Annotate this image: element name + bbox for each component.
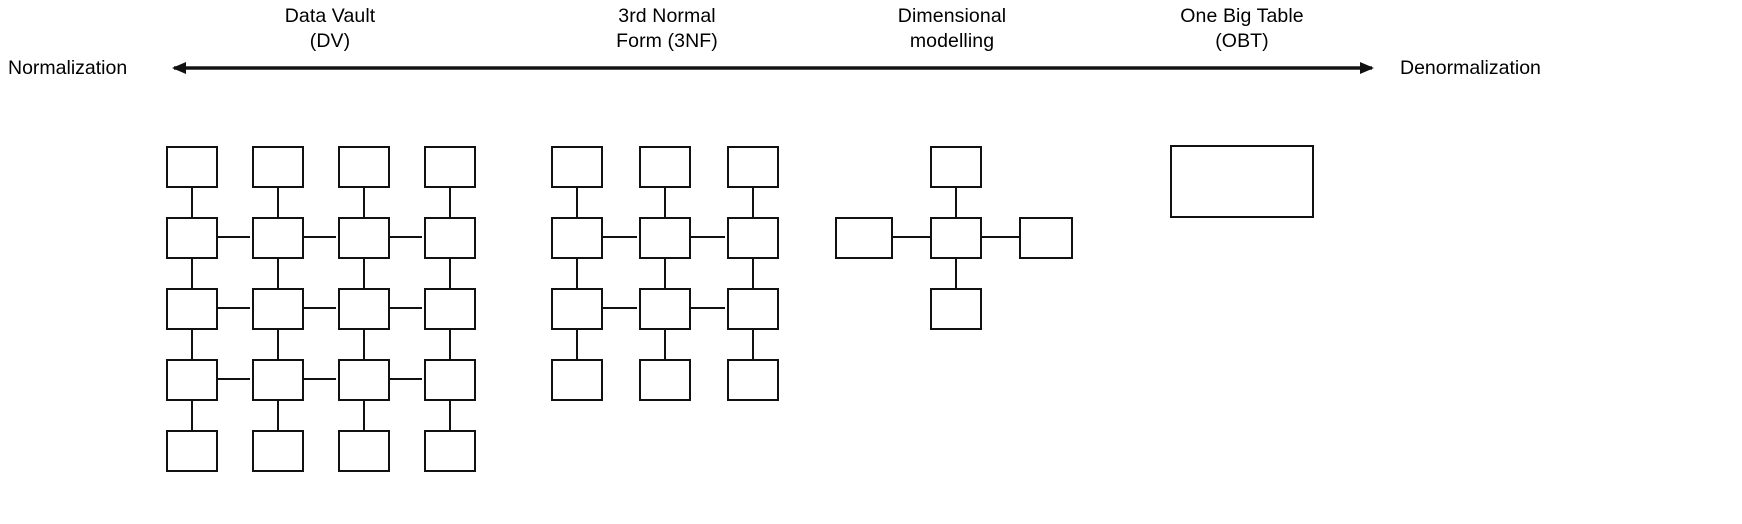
connector-vertical [191, 401, 194, 439]
connector-vertical [277, 188, 280, 226]
table-node[interactable] [338, 359, 390, 401]
dimension-table-node-right[interactable] [1019, 217, 1073, 259]
connector-horizontal [218, 236, 250, 239]
column-heading-dimensional-modelling: Dimensional modelling [897, 5, 1007, 52]
fact-table-node[interactable] [930, 217, 982, 259]
table-node[interactable] [424, 146, 476, 188]
connector-horizontal [603, 307, 637, 310]
connector-horizontal [390, 236, 422, 239]
connector-horizontal [304, 378, 336, 381]
table-node[interactable] [727, 288, 779, 330]
table-node[interactable] [424, 217, 476, 259]
connector-horizontal [981, 236, 1019, 239]
connector-vertical [752, 188, 755, 226]
connector-horizontal [390, 378, 422, 381]
dimension-table-node-bottom[interactable] [930, 288, 982, 330]
connector-vertical [363, 330, 366, 368]
dimension-table-node-top[interactable] [930, 146, 982, 188]
connector-vertical [449, 188, 452, 226]
connector-vertical [449, 259, 452, 297]
table-node[interactable] [338, 288, 390, 330]
connector-horizontal [893, 236, 931, 239]
table-node[interactable] [166, 146, 218, 188]
table-node[interactable] [252, 217, 304, 259]
connector-horizontal [390, 307, 422, 310]
connector-vertical [449, 401, 452, 439]
table-node[interactable] [424, 288, 476, 330]
table-node[interactable] [551, 146, 603, 188]
column-heading-data-vault: Data Vault (DV) [284, 5, 376, 52]
connector-vertical [363, 188, 366, 226]
connector-vertical [277, 259, 280, 297]
connector-vertical [576, 259, 579, 297]
table-node[interactable] [727, 217, 779, 259]
connector-horizontal [603, 236, 637, 239]
table-node[interactable] [727, 146, 779, 188]
table-node[interactable] [166, 359, 218, 401]
connector-horizontal [304, 307, 336, 310]
table-node[interactable] [338, 217, 390, 259]
connector-vertical [191, 259, 194, 297]
connector-horizontal [304, 236, 336, 239]
connector-vertical [664, 188, 667, 226]
connector-vertical [363, 259, 366, 297]
connector-vertical [955, 259, 958, 297]
normalization-axis-arrow [172, 62, 1374, 74]
table-node[interactable] [166, 288, 218, 330]
connector-vertical [664, 330, 667, 368]
table-node[interactable] [639, 359, 691, 401]
table-node[interactable] [252, 288, 304, 330]
axis-label-denormalization: Denormalization [1400, 57, 1541, 79]
dimension-table-node-left[interactable] [835, 217, 893, 259]
connector-vertical [752, 330, 755, 368]
connector-vertical [191, 330, 194, 368]
connector-vertical [955, 188, 958, 226]
one-big-table-node[interactable] [1170, 145, 1314, 218]
table-node[interactable] [166, 217, 218, 259]
connector-vertical [363, 401, 366, 439]
connector-vertical [576, 330, 579, 368]
table-node[interactable] [639, 146, 691, 188]
connector-horizontal [691, 236, 725, 239]
table-node[interactable] [551, 217, 603, 259]
table-node[interactable] [424, 359, 476, 401]
table-node[interactable] [551, 288, 603, 330]
connector-vertical [277, 401, 280, 439]
table-node[interactable] [166, 430, 218, 472]
table-node[interactable] [639, 217, 691, 259]
connector-horizontal [691, 307, 725, 310]
axis-label-normalization: Normalization [8, 57, 128, 79]
column-heading-one-big-table: One Big Table (OBT) [1180, 5, 1304, 52]
table-node[interactable] [424, 430, 476, 472]
connector-vertical [664, 259, 667, 297]
connector-horizontal [218, 378, 250, 381]
table-node[interactable] [338, 146, 390, 188]
connector-vertical [191, 188, 194, 226]
table-node[interactable] [252, 146, 304, 188]
table-node[interactable] [338, 430, 390, 472]
connector-vertical [277, 330, 280, 368]
connector-vertical [752, 259, 755, 297]
column-heading-third-normal-form: 3rd Normal Form (3NF) [616, 5, 718, 52]
connector-vertical [449, 330, 452, 368]
table-node[interactable] [252, 430, 304, 472]
table-node[interactable] [639, 288, 691, 330]
table-node[interactable] [727, 359, 779, 401]
connector-vertical [576, 188, 579, 226]
table-node[interactable] [252, 359, 304, 401]
table-node[interactable] [551, 359, 603, 401]
connector-horizontal [218, 307, 250, 310]
